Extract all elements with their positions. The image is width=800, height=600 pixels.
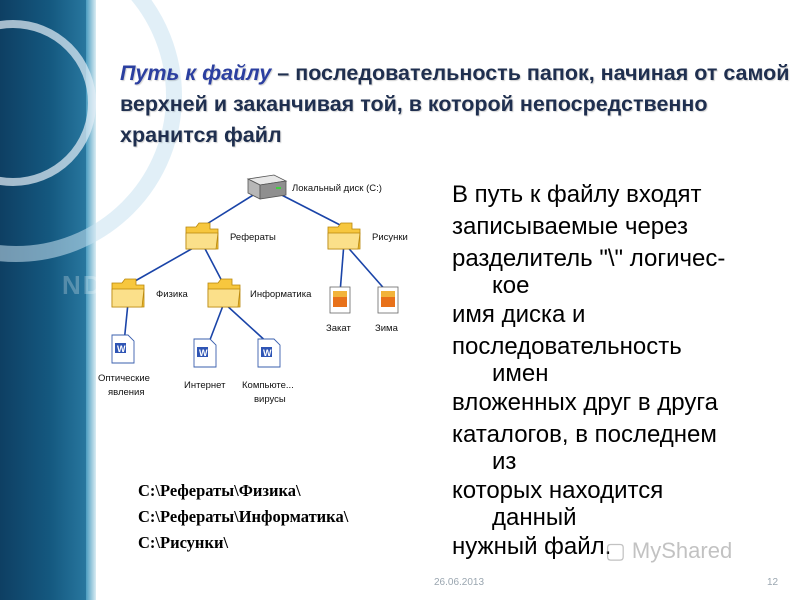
path-example: C:\Рефераты\Информатика\: [138, 507, 349, 526]
folder-icon: [327, 222, 361, 250]
document-icon: W: [257, 338, 281, 368]
folder-icon: [207, 278, 241, 308]
slide-title: Путь к файлу – последовательность папок,…: [120, 58, 790, 151]
body-line: из: [492, 448, 517, 475]
body-line: имен: [492, 360, 549, 387]
body-line: разделитель "\" логичес-: [452, 245, 726, 272]
body-line: нужный файл.: [452, 533, 612, 560]
body-line: В путь к файлу входят: [452, 181, 702, 208]
watermark-text: MyShared: [631, 538, 733, 563]
tree-root-label: Локальный диск (C:): [292, 183, 382, 194]
path-example: C:\Рефераты\Физика\: [138, 481, 301, 500]
tree-sub1-label: Физика: [156, 289, 189, 300]
tree-image1-label: Закат: [326, 323, 351, 334]
image-file-icon: [329, 286, 351, 314]
path-example: C:\Рисунки\: [138, 533, 229, 552]
body-line: последовательность: [452, 333, 682, 360]
image-file-icon: [377, 286, 399, 314]
body-line: вложенных друг в друга: [452, 389, 718, 416]
watermark: ▢ MyShared: [605, 538, 733, 563]
tree-file2-label: Интернет: [184, 380, 226, 391]
tree-file1-label-line1: Оптические: [98, 373, 150, 384]
svg-text:W: W: [199, 348, 208, 358]
tree-sub2-label: Информатика: [250, 289, 312, 300]
folder-icon: [111, 278, 145, 308]
tree-folder1-label: Рефераты: [230, 232, 276, 243]
decorative-band-edge: [86, 0, 96, 600]
title-highlight: Путь к файлу: [120, 61, 272, 85]
slide-number: 12: [767, 577, 779, 588]
body-line: записываемые через: [452, 213, 688, 240]
tree-image2-label: Зима: [375, 323, 399, 334]
tree-file3-label-line2: вирусы: [254, 394, 286, 405]
drive-icon: [246, 174, 288, 200]
body-line: каталогов, в последнем: [452, 421, 717, 448]
folder-tree-diagram: Локальный диск (C:) Рефераты Рисунки Физ…: [98, 174, 408, 405]
tree-file1-label-line2: явления: [108, 387, 145, 398]
title-text: – последовательность папок, начиная от с…: [120, 61, 790, 147]
band-watermark: ND: [62, 270, 104, 300]
tree-file3-label-line1: Компьюте...: [242, 380, 294, 391]
body-text: В путь к файлу входят записываемые через…: [452, 180, 792, 564]
document-icon: W: [193, 338, 217, 368]
path-examples: C:\Рефераты\Физика\ C:\Рефераты\Информат…: [138, 478, 348, 556]
body-line: которых находится: [452, 477, 664, 504]
body-line: данный: [492, 504, 577, 531]
svg-text:W: W: [263, 348, 272, 358]
document-icon: W: [111, 334, 135, 364]
tree-folder2-label: Рисунки: [372, 232, 408, 243]
slide-date: 26.06.2013: [434, 577, 485, 588]
folder-icon: [185, 222, 219, 250]
body-line: имя диска и: [452, 301, 586, 328]
body-line: кое: [492, 272, 530, 299]
svg-text:W: W: [117, 344, 126, 354]
